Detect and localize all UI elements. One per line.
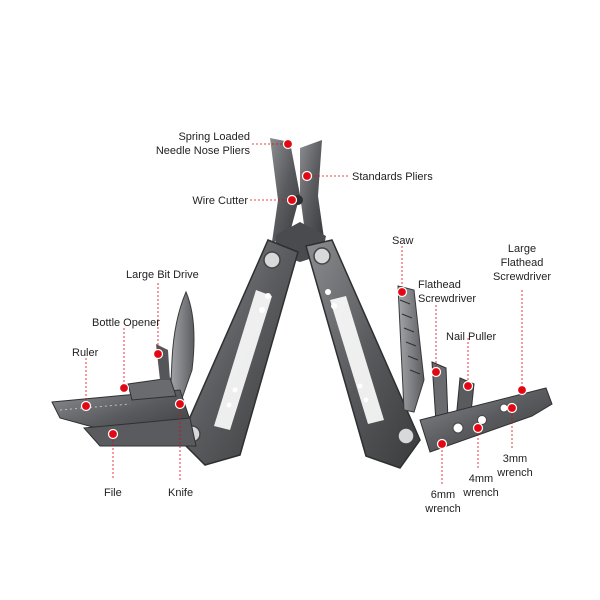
marker-large-flathead (516, 384, 528, 396)
marker-ruler (80, 400, 92, 412)
label-6mm-wrench: 6mm wrench (425, 489, 461, 515)
label-3mm-wrench: 3mm wrench (497, 453, 533, 479)
marker-wire-cutter (286, 194, 298, 206)
marker-large-bit (152, 348, 164, 360)
label-nail-puller: Nail Puller (446, 331, 497, 343)
leader-lines (85, 143, 523, 484)
marker-flathead (430, 366, 442, 378)
label-bottle-opener: Bottle Opener (92, 317, 160, 329)
marker-standards-pliers (301, 170, 313, 182)
marker-nail-puller (462, 380, 474, 392)
marker-knife (174, 398, 186, 410)
label-large-flathead-screwdriver: Large Flathead Screwdriver (492, 243, 552, 283)
label-large-bit-drive: Large Bit Drive (126, 269, 199, 281)
right-handle (305, 239, 421, 469)
label-file: File (104, 487, 122, 499)
label-wire-cutter: Wire Cutter (192, 195, 248, 207)
marker-bottle-opener (118, 382, 130, 394)
label-flathead-screwdriver: Flathead Screwdriver (418, 279, 477, 305)
label-standards-pliers: Standards Pliers (352, 171, 433, 183)
label-saw: Saw (392, 235, 414, 247)
marker-6mm (436, 438, 448, 450)
label-spring-loaded-needle-nose-pliers: Spring Loaded Needle Nose Pliers (155, 131, 250, 157)
marker-saw (396, 286, 408, 298)
label-4mm-wrench: 4mm wrench (463, 473, 499, 499)
marker-4mm (472, 422, 484, 434)
label-ruler: Ruler (72, 347, 99, 359)
label-knife: Knife (168, 487, 194, 499)
marker-spring-loaded (282, 138, 294, 150)
marker-file (107, 428, 119, 440)
right-tools (397, 285, 553, 453)
marker-3mm (506, 402, 518, 414)
callout-markers (80, 138, 528, 450)
